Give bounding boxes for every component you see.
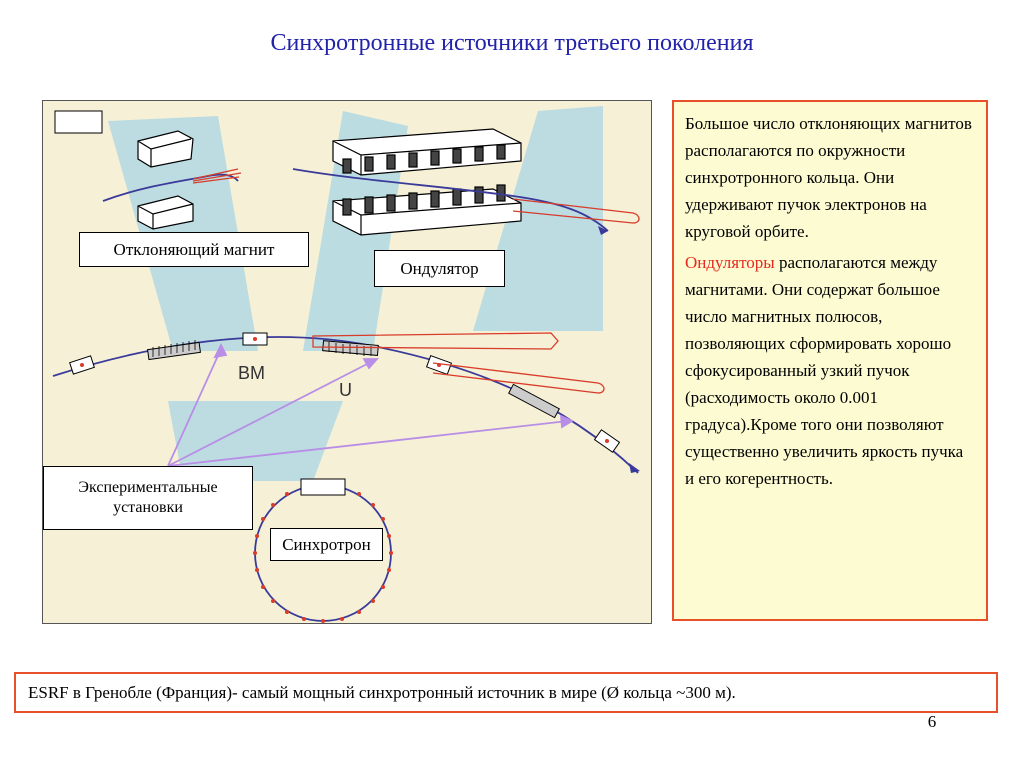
description-paragraph-2: Ондуляторы располагаются между магнитами… bbox=[685, 249, 976, 492]
experiments-label: Экспериментальные установки bbox=[43, 466, 253, 530]
synchrotron-label: Синхротрон bbox=[270, 528, 383, 561]
undulators-highlight: Ондуляторы bbox=[685, 253, 775, 272]
slide-title: Синхротронные источники третьего поколен… bbox=[270, 30, 754, 56]
ring-undulators bbox=[146, 340, 560, 419]
bm-radiation-beam bbox=[432, 362, 605, 394]
description-panel: Большое число отклоняющих магнитов распо… bbox=[672, 100, 988, 621]
synchrotron-ring-dots bbox=[253, 492, 393, 623]
blank-label-box bbox=[54, 110, 103, 134]
undulator-drawing bbox=[332, 128, 522, 236]
bending-magnet-drawing bbox=[137, 130, 194, 230]
experiment-arrows bbox=[167, 342, 574, 467]
description-paragraph-1: Большое число отклоняющих магнитов распо… bbox=[685, 114, 972, 241]
synchrotron-diagram: Отклоняющий магнит Ондулятор BM U Экспер… bbox=[42, 100, 652, 624]
bending-magnet-label: Отклоняющий магнит bbox=[79, 232, 309, 267]
radiation-at-magnet bbox=[192, 168, 242, 184]
page-number: 6 bbox=[927, 712, 937, 731]
beam-at-undulator bbox=[292, 168, 609, 232]
synchrotron-injector bbox=[300, 478, 346, 496]
description-paragraph-2-text: располагаются между магнитами. Они содер… bbox=[685, 253, 964, 488]
esrf-caption: ESRF в Гренобле (Франция)- самый мощный … bbox=[14, 672, 998, 713]
bm-label: BM bbox=[238, 363, 265, 383]
diagram-drawing bbox=[52, 106, 640, 623]
radiation-at-undulator bbox=[512, 198, 640, 224]
undulator-radiation-fan bbox=[312, 332, 559, 350]
u-label: U bbox=[339, 380, 352, 400]
undulator-hatching bbox=[152, 340, 372, 357]
undulator-label: Ондулятор bbox=[374, 250, 505, 287]
